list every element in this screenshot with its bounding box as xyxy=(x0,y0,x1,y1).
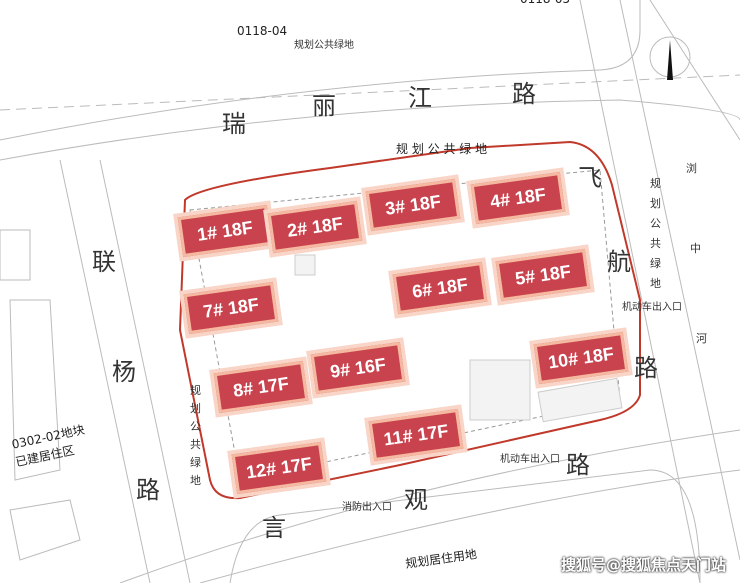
river-char: 中 xyxy=(690,242,701,255)
watermark: 搜狐号@搜狐焦点天门站 xyxy=(560,556,726,574)
road-char: 杨 xyxy=(112,358,136,386)
river-char: 河 xyxy=(696,332,707,345)
road-char: 联 xyxy=(92,248,116,276)
plot-0118-04: 0118-04 xyxy=(237,24,288,38)
road-char: 路 xyxy=(634,354,658,382)
river-char: 浏 xyxy=(686,162,697,175)
green-east: 规划公共绿地 xyxy=(650,177,661,290)
green-north: 规 划 公 共 绿 地 xyxy=(396,142,488,156)
road-char: 路 xyxy=(512,80,536,108)
green-west: 规划公共绿地 xyxy=(190,384,201,487)
road-char: 瑞 xyxy=(222,110,246,138)
road-char: 观 xyxy=(404,486,428,514)
road-char: 丽 xyxy=(312,92,336,120)
road-char: 江 xyxy=(408,84,432,112)
road-char: 航 xyxy=(607,248,631,276)
site-boundary xyxy=(178,140,641,500)
road-char: 飞 xyxy=(578,164,602,192)
plot-use-north: 规划公共绿地 xyxy=(294,40,354,51)
north-arrow-icon xyxy=(649,36,691,80)
plot-0118-05: 0118-05 xyxy=(520,0,570,6)
fire-entrance: 消防出入口 xyxy=(342,502,392,513)
vehicle-entrance-south: 机动车出入口 xyxy=(500,454,560,465)
road-char: 言 xyxy=(262,514,286,542)
vehicle-entrance-east: 机动车出入口 xyxy=(622,302,682,313)
road-char: 路 xyxy=(136,476,160,504)
road-char: 路 xyxy=(566,451,590,479)
